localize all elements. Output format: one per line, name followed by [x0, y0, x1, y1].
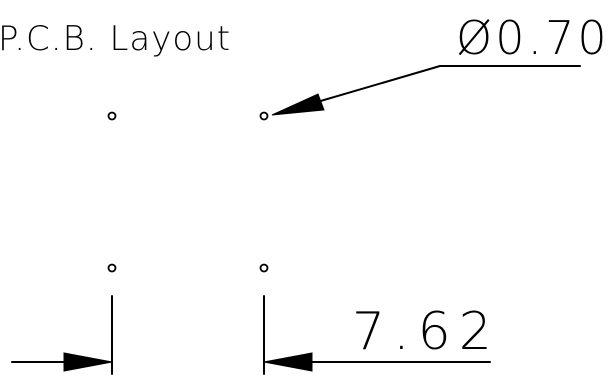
dimension-arrowhead-right [263, 352, 313, 372]
diameter-arrowhead [271, 93, 325, 116]
diameter-leader: Ø0.70 [271, 11, 609, 116]
hole-diameter-label: Ø0.70 [456, 11, 609, 65]
hole-top-left [107, 111, 117, 121]
dimension-arrowhead-left [63, 352, 113, 372]
drawing-title: P.C.B. Layout [0, 19, 231, 59]
pitch-dimension: 7.62 [11, 295, 500, 375]
hole-bottom-right [259, 263, 269, 273]
pitch-dimension-label: 7.62 [352, 302, 500, 362]
diameter-leader-line [299, 65, 441, 108]
hole-bottom-left [107, 263, 117, 273]
hole-top-right [259, 111, 269, 121]
